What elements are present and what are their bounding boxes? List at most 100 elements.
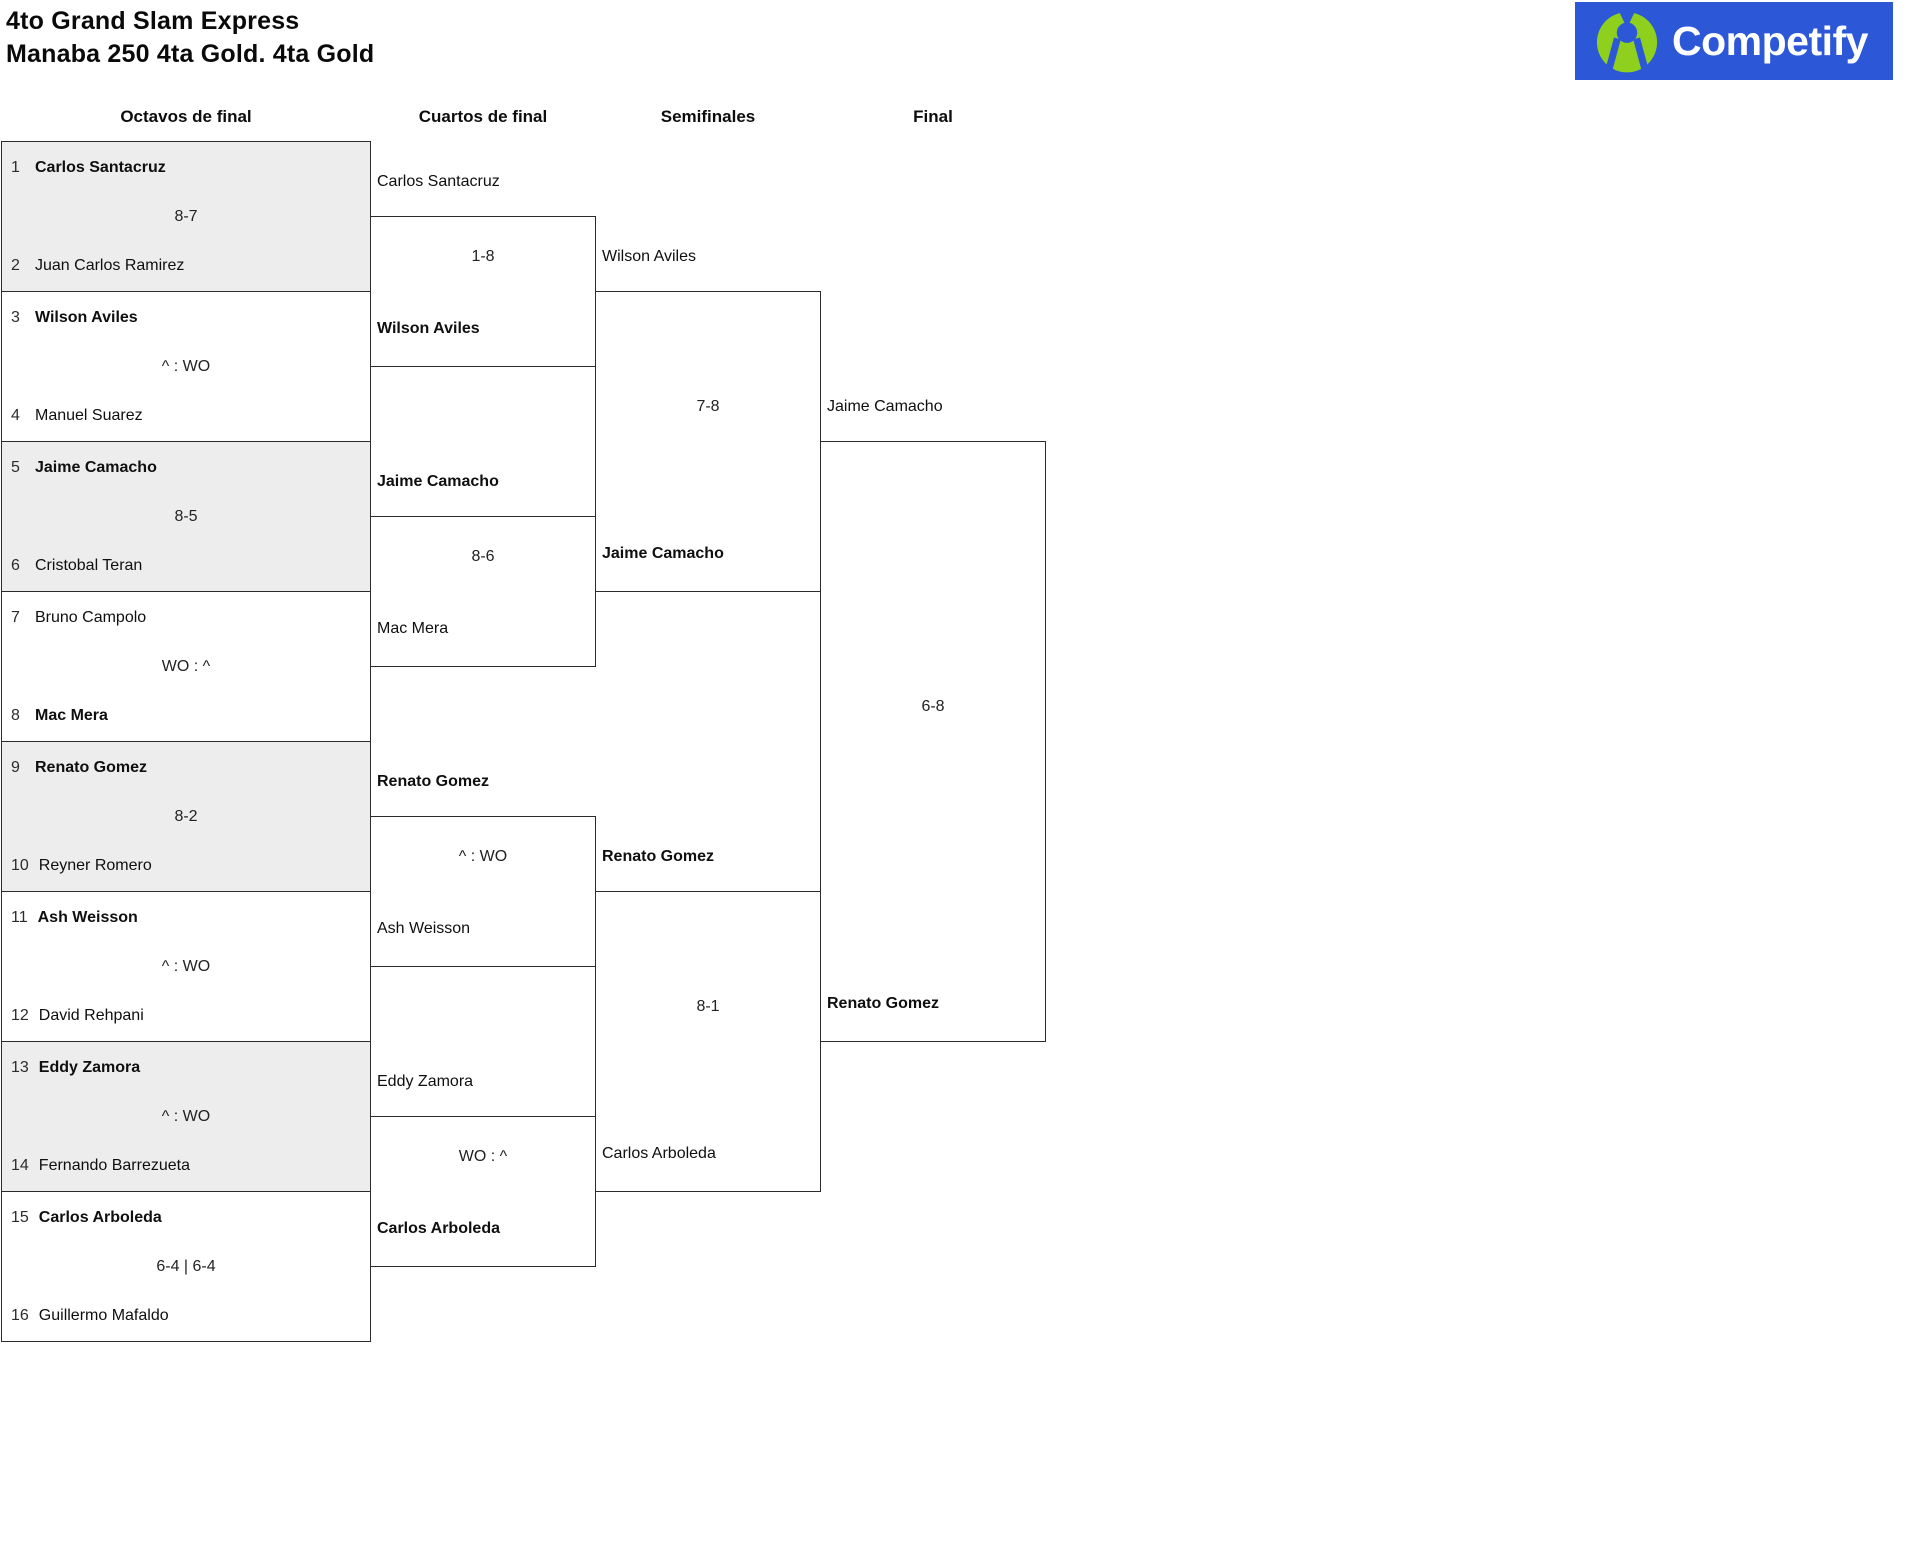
player-name: Jaime Camacho	[35, 459, 157, 476]
player-name: Juan Carlos Ramirez	[35, 257, 185, 274]
player-name: Renato Gomez	[602, 848, 715, 865]
player-row: 5 Jaime Camacho	[11, 458, 364, 477]
player-name: Carlos Santacruz	[377, 173, 500, 190]
player-row: 6 Cristobal Teran	[11, 556, 364, 575]
seed-label: 5	[11, 459, 20, 476]
match-score: 6-8	[921, 697, 945, 715]
player-row: 10 Reyner Romero	[11, 856, 364, 875]
player-name: Fernando Barrezueta	[38, 1157, 190, 1174]
r16-match-6[interactable]: 11 Ash Weisson 12 David Rehpani ^ : WO	[1, 891, 371, 1042]
player-row: 9 Renato Gomez	[11, 758, 364, 777]
r16-match-5[interactable]: 9 Renato Gomez 10 Reyner Romero 8-2	[1, 741, 371, 892]
player-row: 8 Mac Mera	[11, 706, 364, 725]
tournament-subtitle: Manaba 250 4ta Gold. 4ta Gold	[6, 40, 375, 68]
r16-match-2[interactable]: 3 Wilson Aviles 4 Manuel Suarez ^ : WO	[1, 291, 371, 442]
player-name: Reyner Romero	[38, 857, 152, 874]
match-score: ^ : WO	[161, 957, 211, 975]
seed-label: 6	[11, 557, 20, 574]
seed-label: 14	[11, 1157, 29, 1174]
match-score: 8-7	[174, 207, 198, 225]
player-name: Renato Gomez	[827, 995, 940, 1012]
tournament-header: 4to Grand Slam Express Manaba 250 4ta Go…	[6, 5, 374, 71]
match-score: ^ : WO	[458, 847, 508, 865]
seed-label: 11	[11, 909, 28, 926]
player-row: 4 Manuel Suarez	[11, 406, 364, 425]
seed-label: 1	[11, 159, 20, 176]
player-name: Wilson Aviles	[602, 248, 696, 265]
competify-icon	[1596, 9, 1658, 73]
player-name: Wilson Aviles	[377, 320, 480, 337]
seed-label: 4	[11, 407, 20, 424]
player-name: Carlos Arboleda	[602, 1145, 716, 1162]
match-score: 8-2	[174, 807, 198, 825]
player-name: David Rehpani	[38, 1007, 144, 1024]
match-score: WO : ^	[458, 1147, 508, 1165]
player-name: Cristobal Teran	[35, 557, 143, 574]
player-name: Carlos Santacruz	[35, 159, 166, 176]
seed-label: 10	[11, 857, 29, 874]
player-name: Eddy Zamora	[38, 1059, 141, 1076]
player-name: Eddy Zamora	[377, 1073, 474, 1090]
seed-label: 12	[11, 1007, 29, 1024]
match-score: 7-8	[696, 397, 720, 415]
match-score: 6-4 | 6-4	[156, 1257, 216, 1275]
player-row: 2 Juan Carlos Ramirez	[11, 256, 364, 275]
player-name: Jaime Camacho	[377, 473, 499, 490]
player-row: 1 Carlos Santacruz	[11, 158, 364, 177]
player-name: Guillermo Mafaldo	[38, 1307, 169, 1324]
player-name: Wilson Aviles	[35, 309, 138, 326]
match-score: ^ : WO	[161, 1107, 211, 1125]
seed-label: 9	[11, 759, 20, 776]
player-row: 14 Fernando Barrezueta	[11, 1156, 364, 1175]
player-name: Carlos Arboleda	[38, 1209, 162, 1226]
player-row: 11 Ash Weisson	[11, 908, 364, 927]
player-name: Jaime Camacho	[827, 398, 943, 415]
competify-logo[interactable]: Competify	[1575, 2, 1893, 80]
player-row: 13 Eddy Zamora	[11, 1058, 364, 1077]
tournament-title: 4to Grand Slam Express	[6, 7, 300, 35]
match-score: 8-6	[471, 547, 495, 565]
player-name: Jaime Camacho	[602, 545, 724, 562]
player-name: Mac Mera	[377, 620, 449, 637]
player-name: Manuel Suarez	[35, 407, 143, 424]
player-name: Renato Gomez	[35, 759, 148, 776]
seed-label: 13	[11, 1059, 29, 1076]
player-name: Ash Weisson	[37, 909, 138, 926]
player-row: 12 David Rehpani	[11, 1006, 364, 1025]
seed-label: 8	[11, 707, 20, 724]
seed-label: 2	[11, 257, 20, 274]
match-score: 8-1	[696, 997, 720, 1015]
r16-match-3[interactable]: 5 Jaime Camacho 6 Cristobal Teran 8-5	[1, 441, 371, 592]
seed-label: 15	[11, 1209, 29, 1226]
match-score: WO : ^	[161, 657, 211, 675]
r16-match-7[interactable]: 13 Eddy Zamora 14 Fernando Barrezueta ^ : WO	[1, 1041, 371, 1192]
round-header-octavos-de-final: Octavos de final	[120, 107, 252, 126]
player-name: Mac Mera	[35, 707, 108, 724]
player-row: 15 Carlos Arboleda	[11, 1208, 364, 1227]
match-score: ^ : WO	[161, 357, 211, 375]
seed-label: 3	[11, 309, 20, 326]
player-name: Renato Gomez	[377, 773, 490, 790]
player-name: Ash Weisson	[377, 920, 471, 937]
player-row: 3 Wilson Aviles	[11, 308, 364, 327]
round-header-final: Final	[913, 107, 953, 126]
r16-match-1[interactable]: 1 Carlos Santacruz 2 Juan Carlos Ramirez 8-7	[1, 141, 371, 292]
seed-label: 7	[11, 609, 20, 626]
round-header-semifinales: Semifinales	[660, 107, 756, 126]
match-score: 8-5	[174, 507, 198, 525]
player-name: Carlos Arboleda	[377, 1220, 500, 1237]
round-header-cuartos-de-final: Cuartos de final	[418, 107, 548, 126]
match-score: 1-8	[471, 247, 495, 265]
